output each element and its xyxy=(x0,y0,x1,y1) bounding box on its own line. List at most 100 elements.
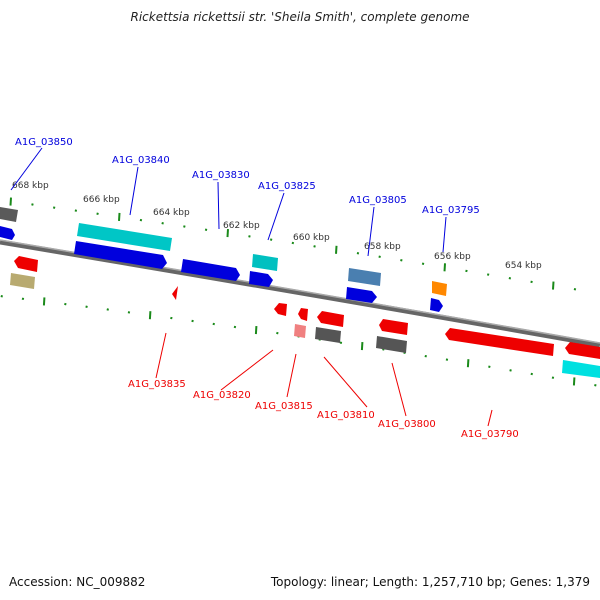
gene-feature[interactable] xyxy=(379,319,408,335)
minor-tick xyxy=(276,331,279,335)
major-tick xyxy=(42,297,46,306)
gene-feature[interactable] xyxy=(430,298,443,312)
reverse-features xyxy=(10,256,600,378)
minor-tick xyxy=(530,280,533,284)
minor-tick xyxy=(488,365,491,368)
minor-tick xyxy=(31,203,34,206)
scale-label: 664 kbp xyxy=(153,208,190,218)
gene-feature[interactable] xyxy=(294,324,306,338)
minor-tick xyxy=(96,212,99,216)
gene-feature[interactable] xyxy=(10,273,35,289)
gene-label-forward[interactable]: A1G_03795 xyxy=(422,205,480,216)
minor-tick xyxy=(212,322,215,326)
gene-feature[interactable] xyxy=(0,226,15,240)
label-leader xyxy=(391,362,407,417)
gene-feature[interactable] xyxy=(432,281,447,296)
gene-feature[interactable] xyxy=(0,207,18,222)
minor-tick xyxy=(0,294,3,298)
gene-feature[interactable] xyxy=(315,327,341,343)
gene-label-forward[interactable]: A1G_03825 xyxy=(258,181,316,192)
gene-label-reverse[interactable]: A1G_03800 xyxy=(378,419,436,430)
label-leader xyxy=(10,147,43,191)
map-title: Rickettsia rickettsii str. 'Sheila Smith… xyxy=(130,10,470,24)
minor-tick xyxy=(313,245,316,248)
gene-feature[interactable] xyxy=(317,311,344,327)
minor-tick xyxy=(21,297,25,301)
minor-tick xyxy=(421,262,425,266)
gene-feature[interactable] xyxy=(348,268,381,286)
minor-tick xyxy=(378,255,381,258)
label-leader xyxy=(217,181,220,230)
scale-label: 660 kbp xyxy=(293,233,330,243)
minor-tick xyxy=(573,288,577,291)
gene-feature[interactable] xyxy=(562,360,600,378)
gene-feature[interactable] xyxy=(74,241,167,269)
minor-tick xyxy=(424,354,427,358)
minor-tick xyxy=(551,376,555,379)
minor-tick xyxy=(106,308,109,311)
minor-tick xyxy=(530,372,533,376)
label-leader xyxy=(367,206,375,257)
minor-tick xyxy=(509,369,512,372)
genome-summary-text: Topology: linear; Length: 1,257,710 bp; … xyxy=(270,575,590,589)
minor-tick xyxy=(291,241,295,245)
gene-feature[interactable] xyxy=(14,256,38,272)
major-tick xyxy=(118,212,121,221)
minor-tick xyxy=(183,225,186,228)
gene-label-forward[interactable]: A1G_03840 xyxy=(112,155,170,166)
gene-label-reverse[interactable]: A1G_03835 xyxy=(128,379,186,390)
gene-label-reverse[interactable]: A1G_03810 xyxy=(317,410,375,421)
major-tick xyxy=(335,245,338,254)
minor-tick xyxy=(139,218,143,222)
accession-text: Accession: NC_009882 xyxy=(9,575,146,589)
minor-tick xyxy=(85,305,88,309)
minor-tick xyxy=(127,311,131,314)
gene-feature[interactable] xyxy=(298,308,308,321)
scale-ticks-top xyxy=(9,197,577,291)
label-leader xyxy=(323,356,368,408)
label-leader xyxy=(220,349,274,391)
major-tick xyxy=(148,311,152,320)
gene-label-forward[interactable]: A1G_03850 xyxy=(15,137,73,148)
major-tick xyxy=(226,228,229,238)
scale-label: 656 kbp xyxy=(434,252,471,262)
minor-tick xyxy=(170,316,173,320)
gene-label-reverse[interactable]: A1G_03790 xyxy=(461,429,519,440)
label-leader xyxy=(442,216,447,253)
label-leader xyxy=(286,353,297,398)
major-tick xyxy=(9,197,12,206)
gene-label-reverse[interactable]: A1G_03815 xyxy=(255,401,313,412)
gene-label-reverse[interactable]: A1G_03820 xyxy=(193,390,251,401)
minor-tick xyxy=(204,228,208,231)
gene-feature[interactable] xyxy=(252,254,278,271)
minor-tick xyxy=(64,302,67,306)
scale-label: 666 kbp xyxy=(83,195,120,205)
minor-tick xyxy=(191,319,194,323)
gene-feature[interactable] xyxy=(445,328,554,356)
gene-feature[interactable] xyxy=(172,286,178,300)
major-tick xyxy=(572,377,576,386)
scale-label: 668 kbp xyxy=(12,181,49,191)
label-leader xyxy=(129,166,139,216)
major-tick xyxy=(360,341,364,351)
gene-feature[interactable] xyxy=(346,287,377,303)
label-leader xyxy=(487,409,493,427)
scale-label: 654 kbp xyxy=(505,261,542,271)
minor-tick xyxy=(248,235,251,238)
minor-tick xyxy=(52,206,56,209)
gene-feature[interactable] xyxy=(274,303,287,316)
gene-feature[interactable] xyxy=(376,336,407,353)
gene-feature[interactable] xyxy=(249,271,273,287)
minor-tick xyxy=(400,259,403,262)
scale-label: 662 kbp xyxy=(223,221,260,231)
gene-label-forward[interactable]: A1G_03830 xyxy=(192,170,250,181)
gene-label-forward[interactable]: A1G_03805 xyxy=(349,195,407,206)
minor-tick xyxy=(269,238,273,241)
genome-backbone xyxy=(0,239,600,348)
gene-feature[interactable] xyxy=(565,342,600,359)
minor-tick xyxy=(465,269,468,273)
gene-feature[interactable] xyxy=(181,259,240,281)
minor-tick xyxy=(74,209,78,212)
gene-feature[interactable] xyxy=(77,223,172,251)
